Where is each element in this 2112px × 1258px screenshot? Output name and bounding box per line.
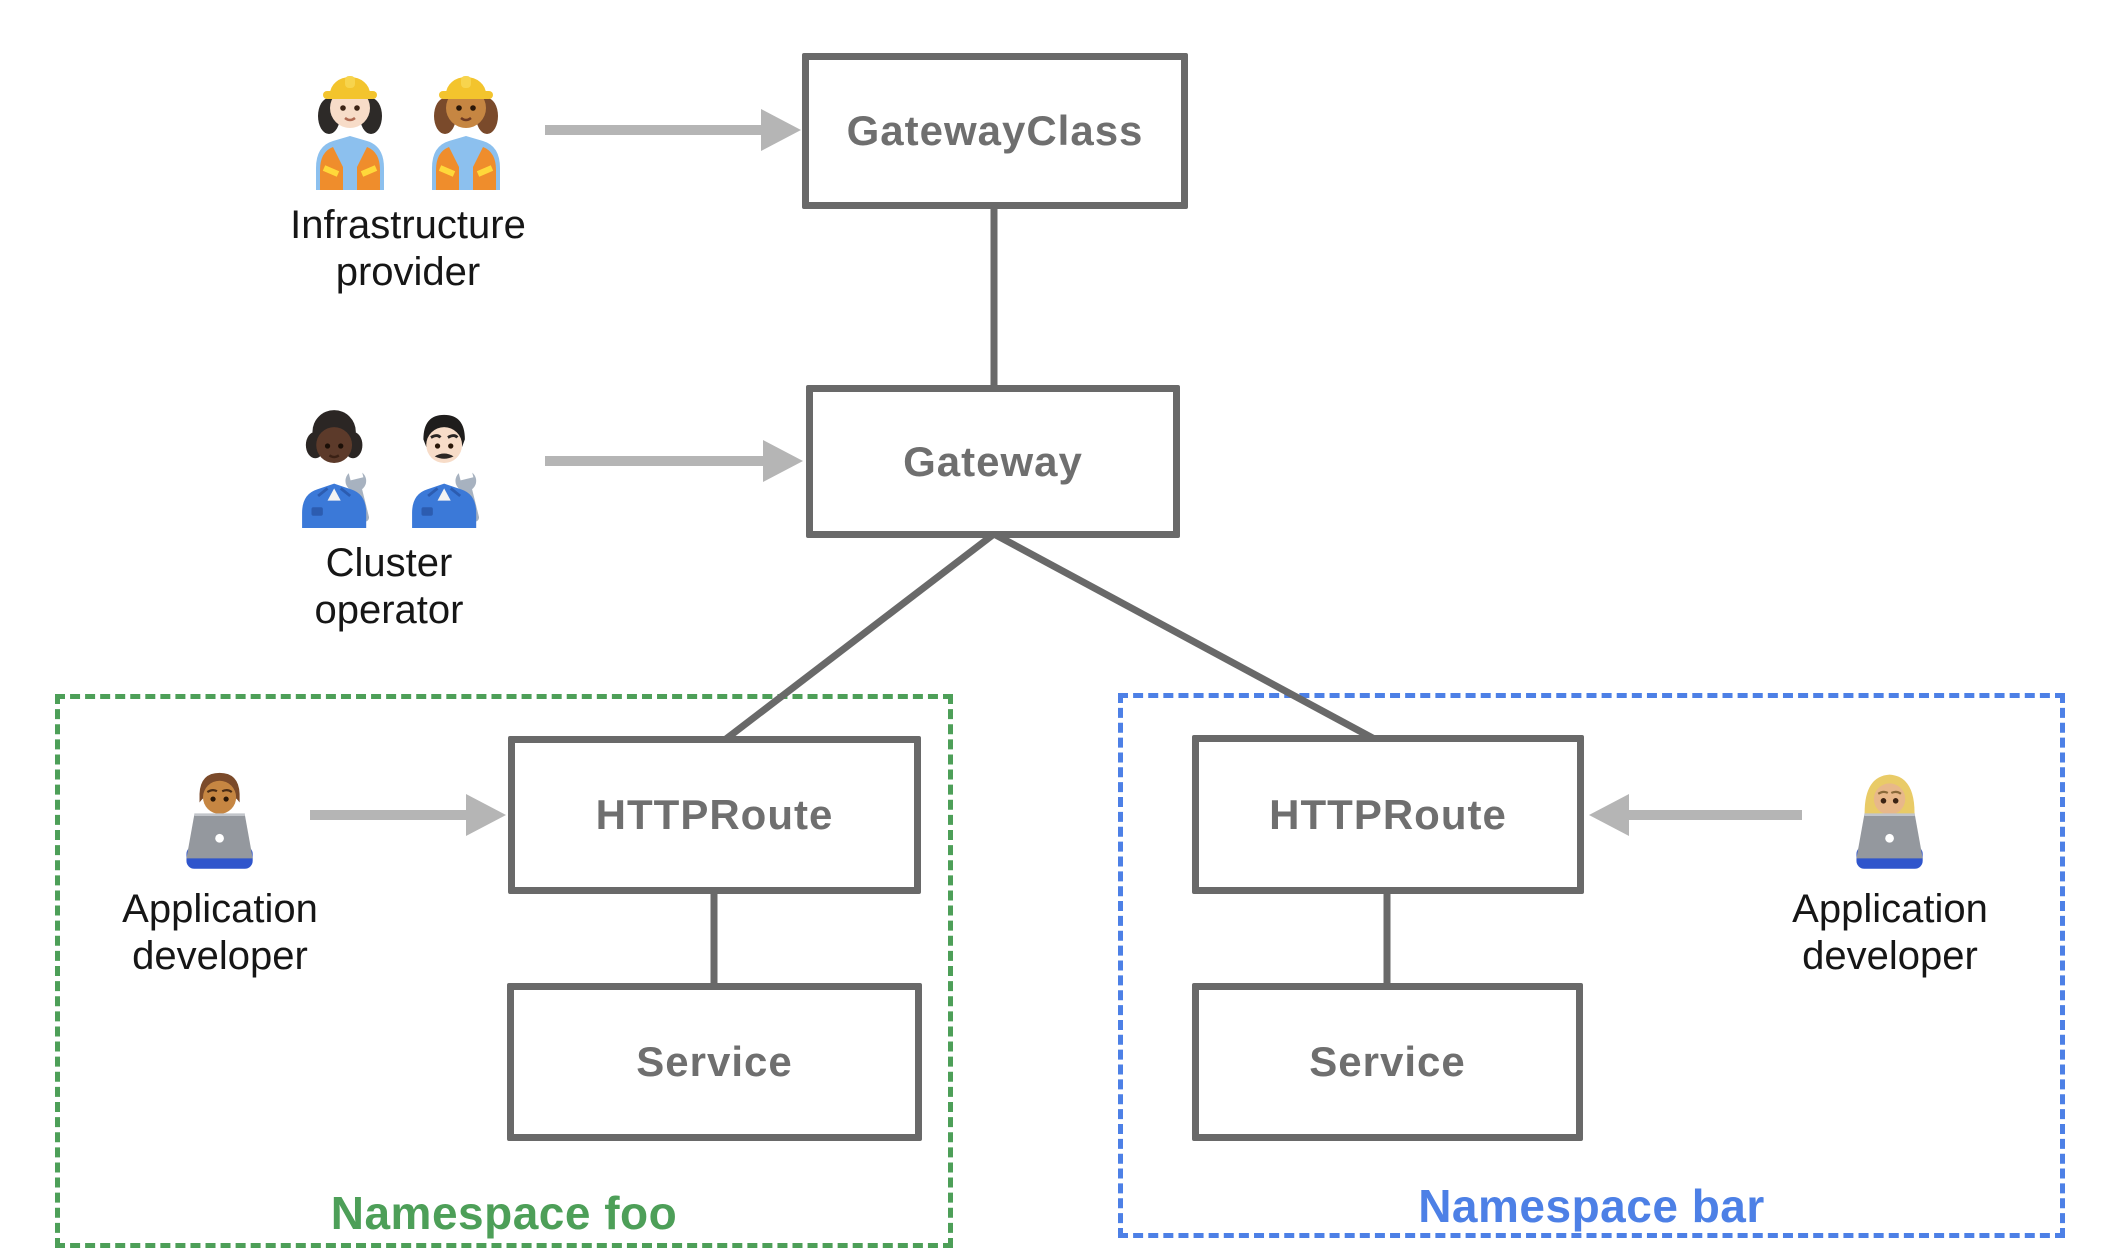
persona-infrastructure-provider: Infrastructure provider bbox=[253, 50, 563, 296]
httproute-foo-node: HTTPRoute bbox=[508, 736, 921, 894]
cluster-operator-icons bbox=[287, 396, 492, 528]
application-developer-foo-icons bbox=[176, 752, 263, 874]
service-foo-label: Service bbox=[636, 1038, 793, 1085]
edge-gateway-httproute-foo bbox=[719, 531, 997, 745]
woman-construction-worker-light-icon bbox=[316, 76, 384, 190]
service-bar-node: Service bbox=[1192, 983, 1583, 1141]
service-bar-label: Service bbox=[1309, 1038, 1466, 1085]
namespace-bar-label: Namespace bar bbox=[1418, 1180, 1765, 1232]
gateway-node: Gateway bbox=[806, 385, 1180, 538]
arrow-infrastructure-to-gatewayclass-head bbox=[761, 109, 801, 151]
man-technologist-icon bbox=[186, 772, 254, 869]
application-developer-bar-label: Application developer bbox=[1792, 887, 1988, 979]
woman-technologist-icon bbox=[1856, 774, 1924, 869]
arrow-appdev-to-httproute-foo-head bbox=[466, 794, 506, 836]
application-developer-foo-label: Application developer bbox=[122, 887, 318, 979]
httproute-bar-label: HTTPRoute bbox=[1269, 790, 1507, 838]
woman-construction-worker-medium-icon bbox=[432, 76, 500, 190]
gateway-class-label: GatewayClass bbox=[846, 107, 1144, 154]
infrastructure-provider-label: Infrastructure provider bbox=[290, 203, 526, 295]
cluster-operator-label: Cluster operator bbox=[314, 541, 464, 633]
gateway-label: Gateway bbox=[903, 437, 1083, 485]
httproute-bar-node: HTTPRoute bbox=[1192, 735, 1584, 894]
arrow-appdev-to-httproute-foo-shaft bbox=[310, 810, 468, 820]
arrow-infrastructure-to-gatewayclass-shaft bbox=[545, 125, 763, 135]
application-developer-bar-icons bbox=[1846, 752, 1933, 874]
service-foo-node: Service bbox=[507, 983, 922, 1141]
namespace-foo-label: Namespace foo bbox=[330, 1187, 678, 1239]
man-mechanic-light-icon bbox=[412, 414, 480, 528]
arrow-cluster-operator-to-gateway-shaft bbox=[545, 456, 765, 466]
arrow-appdev-to-httproute-bar-head bbox=[1589, 794, 1629, 836]
edge-gateway-httproute-bar bbox=[992, 530, 1382, 746]
arrow-cluster-operator-to-gateway-head bbox=[763, 440, 803, 482]
persona-cluster-operator: Cluster operator bbox=[234, 396, 544, 634]
person-mechanic-dark-icon bbox=[301, 410, 369, 528]
gateway-class-node: GatewayClass bbox=[802, 53, 1188, 209]
persona-application-developer-foo: Application developer bbox=[85, 752, 355, 980]
infrastructure-provider-icons bbox=[300, 50, 516, 190]
httproute-foo-label: HTTPRoute bbox=[595, 791, 834, 838]
namespace-foo-boundary bbox=[55, 694, 953, 1248]
arrow-appdev-to-httproute-bar-shaft bbox=[1627, 810, 1802, 820]
namespace-bar-boundary bbox=[1118, 693, 2065, 1238]
persona-application-developer-bar: Application developer bbox=[1755, 752, 2025, 980]
